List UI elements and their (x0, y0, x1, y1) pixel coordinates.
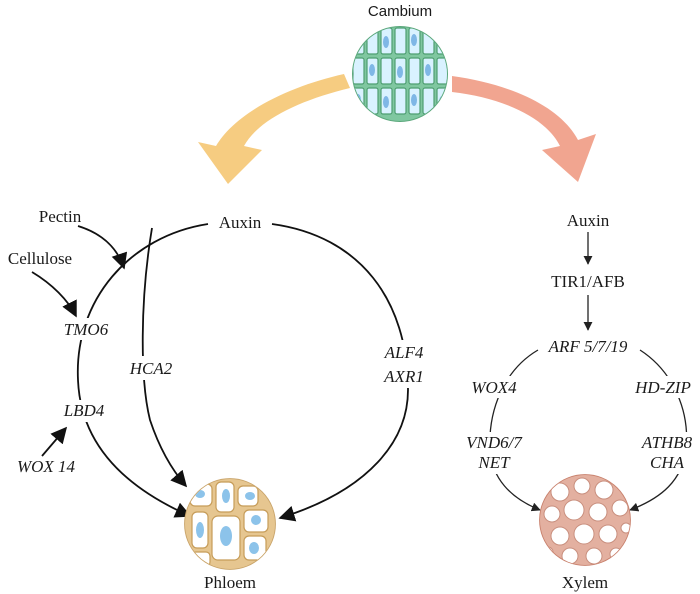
arf-label: ARF 5/7/19 (548, 337, 628, 356)
auxin-left-label: Auxin (219, 213, 262, 232)
left-curved-arrow (198, 74, 350, 184)
athb8-label: ATHB8 (641, 433, 693, 452)
wox14-arrow (41, 426, 68, 457)
tmo6-bg (60, 318, 114, 340)
cambium-label: Cambium (368, 3, 432, 20)
wox4-bg (466, 376, 522, 398)
alf4-bg (376, 340, 432, 388)
auxin-right-label: Auxin (567, 211, 610, 230)
vnd-label: VND6/7 (466, 433, 523, 452)
tmo6-label: TMO6 (64, 320, 109, 339)
hca2-label: HCA2 (129, 359, 173, 378)
hca2-bg (126, 356, 176, 380)
wox4-label: WOX4 (471, 378, 517, 397)
wox14-label: WOX 14 (17, 457, 76, 476)
right-curved-arrow (452, 76, 596, 182)
cellulose-arrow (31, 271, 77, 318)
athb8-bg (642, 432, 692, 474)
cambium-cell-icon (352, 26, 448, 122)
cellulose-label: Cellulose (8, 249, 72, 268)
lbd4-bg (62, 400, 108, 422)
pectin-arrow (77, 225, 128, 270)
xylem-left-arc (489, 349, 541, 512)
cha-label: CHA (650, 453, 685, 472)
tir1-afb-label: TIR1/AFB (551, 272, 625, 291)
lbd4-label: LBD4 (63, 401, 105, 420)
axr1-label: AXR1 (383, 367, 424, 386)
left-outer-arc (77, 223, 209, 518)
alf4-label: ALF4 (384, 343, 424, 362)
xylem-cell-icon (539, 474, 631, 566)
vnd-bg (464, 432, 524, 474)
xylem-label: Xylem (562, 573, 608, 592)
xylem-right-arc (629, 349, 688, 512)
pectin-label: Pectin (39, 207, 82, 226)
net-label: NET (477, 453, 511, 472)
hd-zip-label: HD-ZIP (634, 378, 691, 397)
hdzip-bg (628, 376, 698, 398)
phloem-cell-icon (184, 478, 276, 570)
right-outer-arc (271, 223, 409, 522)
hca2-arrow (141, 227, 188, 488)
phloem-label: Phloem (204, 573, 256, 592)
